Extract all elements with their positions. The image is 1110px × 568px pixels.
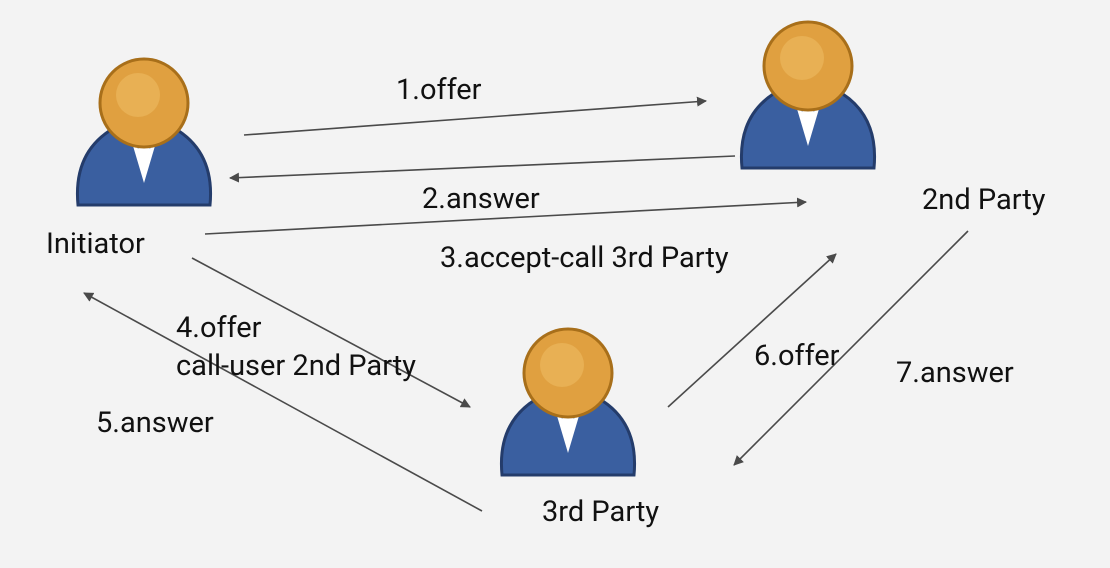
initiator-label: Initiator [46,227,145,261]
arrow-1-offer [243,96,707,136]
message-2-label: 2.answer [422,182,540,216]
third-party-avatar-icon [499,327,637,477]
third-party-label: 3rd Party [542,495,660,529]
message-3-label: 3.accept-call 3rd Party [440,241,729,275]
message-1-label: 1.offer [396,73,482,107]
message-7-label: 7.answer [896,356,1014,390]
second-party-avatar-icon [739,20,877,170]
arrow-2-answer [204,197,807,235]
arrow-4-offer [191,257,471,408]
arrow-6-offer [667,253,837,408]
message-4-label: 4.offer [176,311,262,345]
message-5-label: 5.answer [96,406,214,440]
initiator-avatar-icon [75,57,213,207]
arrow-7-answer [733,230,969,466]
message-6-label: 6.offer [754,339,840,373]
arrow-initiator-return [229,155,736,183]
message-4-detail-label: call-user 2nd Party [176,349,416,383]
second-party-label: 2nd Party [922,183,1046,217]
arrow-5-answer [83,292,483,512]
